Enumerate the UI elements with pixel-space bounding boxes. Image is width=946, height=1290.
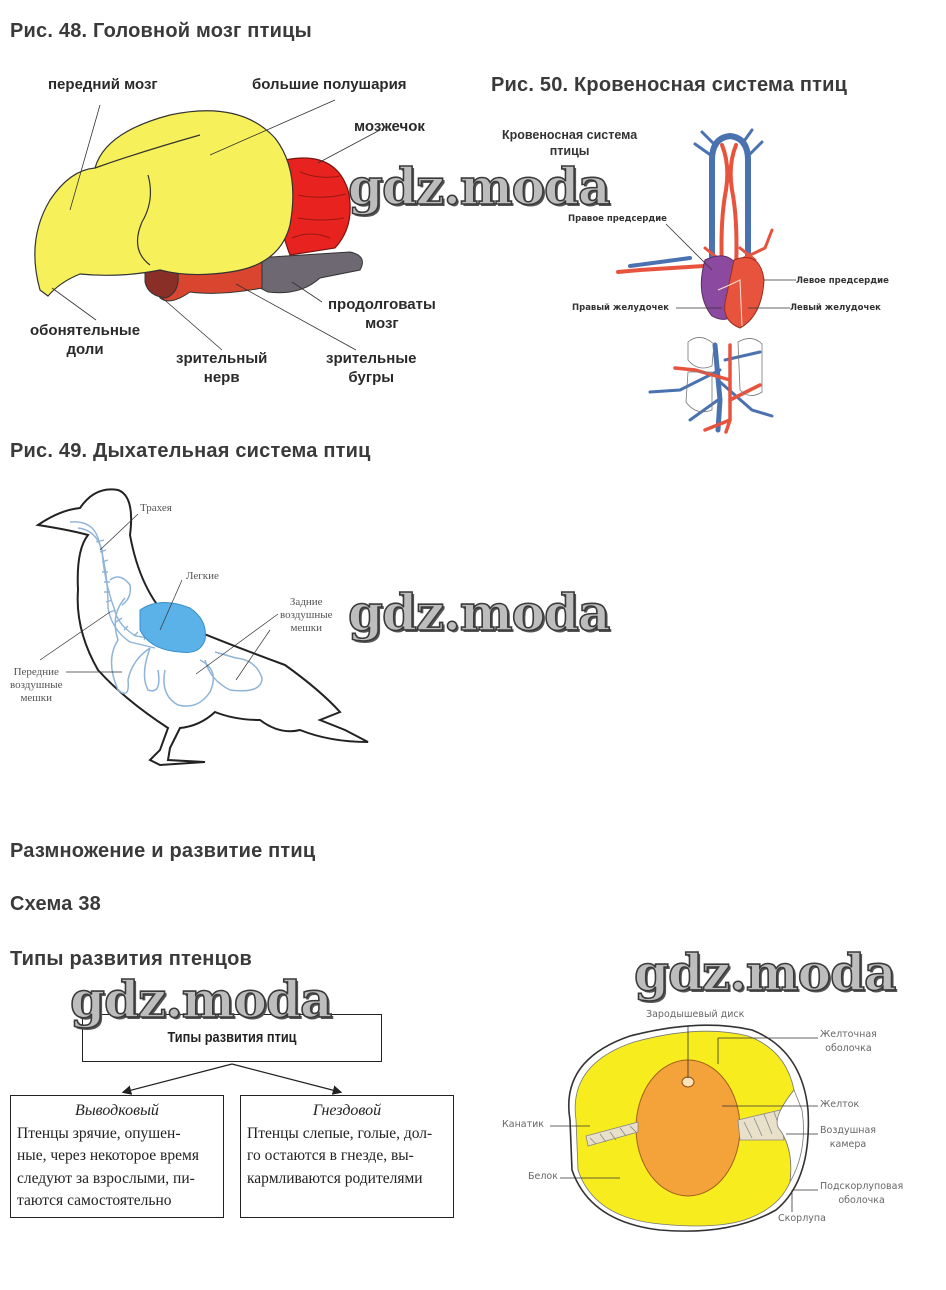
medulla-shape (247, 251, 363, 294)
brain-figure: передний мозг большие полушария мозжечок… (0, 60, 480, 400)
front-air-sacs-shape (109, 576, 160, 695)
watermark: gdz.moda (347, 157, 611, 216)
dev-type-title: Выводковый (75, 1102, 159, 1119)
rear-air-sacs-shape (163, 651, 263, 707)
dev-type-precocial: Выводковый Птенцы зрячие, опушен- ные, ч… (10, 1095, 224, 1218)
label-left-ventricle: Левый желудочек (790, 303, 881, 313)
watermark: gdz.moda (347, 583, 611, 642)
label-chalaza: Канатик (502, 1119, 545, 1130)
arrow-to-precocial (121, 1063, 233, 1095)
watermark: gdz.moda (633, 943, 897, 1002)
label-left-atrium: Левое предсердие (796, 276, 889, 286)
heading-section: Размножение и развитие птиц (10, 840, 316, 862)
dev-type-altricial: Гнездовой Птенцы слепые, голые, дол- го … (240, 1095, 454, 1218)
label-trachea: Трахея (140, 502, 172, 514)
label-hemispheres: большие полушария (252, 76, 407, 93)
watermark: gdz.moda (69, 970, 333, 1029)
label-lungs: Легкие (186, 570, 219, 582)
respiratory-illustration (35, 488, 369, 767)
label-shell: Скорлупа (778, 1213, 826, 1224)
scheme-arrows (121, 1063, 343, 1095)
heading-scheme: Схема 38 (10, 893, 101, 915)
scheme-root-box: Типы развития птиц (82, 1014, 382, 1062)
circulatory-illustration (616, 128, 796, 434)
label-yolk: Желток (820, 1099, 860, 1110)
label-albumen: Белок (528, 1171, 558, 1182)
heading-fig50: Рис. 50. Кровеносная система птиц (491, 74, 848, 96)
heading-fig49: Рис. 49. Дыхательная система птиц (10, 440, 371, 462)
brain-illustration (34, 99, 381, 351)
bird-outline (35, 488, 369, 767)
scheme-root-title: Типы развития птиц (167, 1029, 297, 1046)
egg-illustration (550, 1024, 818, 1232)
lungs-shape (139, 602, 206, 653)
egg-air-chamber (776, 1089, 804, 1183)
hemispheres-shape (34, 110, 294, 297)
label-right-ventricle: Правый желудочек (572, 303, 669, 313)
dev-type-description: Птенцы зрячие, опушен- ные, через некото… (17, 1125, 199, 1210)
label-right-atrium: Правое предсердие (568, 214, 667, 224)
arrow-to-altricial (231, 1063, 343, 1095)
heading-fig48: Рис. 48. Головной мозг птицы (10, 20, 312, 42)
heart-left-side (724, 257, 765, 329)
egg-germinal-disc (681, 1076, 695, 1088)
label-cerebellum: мозжечок (354, 118, 425, 135)
label-germinal-disc: Зародышевый диск (646, 1009, 745, 1020)
dev-type-title: Гнездовой (312, 1102, 382, 1119)
heading-dev-types: Типы развития птенцов (10, 948, 252, 970)
dev-type-description: Птенцы слепые, голые, дол- го остаются в… (247, 1125, 433, 1187)
label-forebrain: передний мозг (48, 76, 158, 93)
